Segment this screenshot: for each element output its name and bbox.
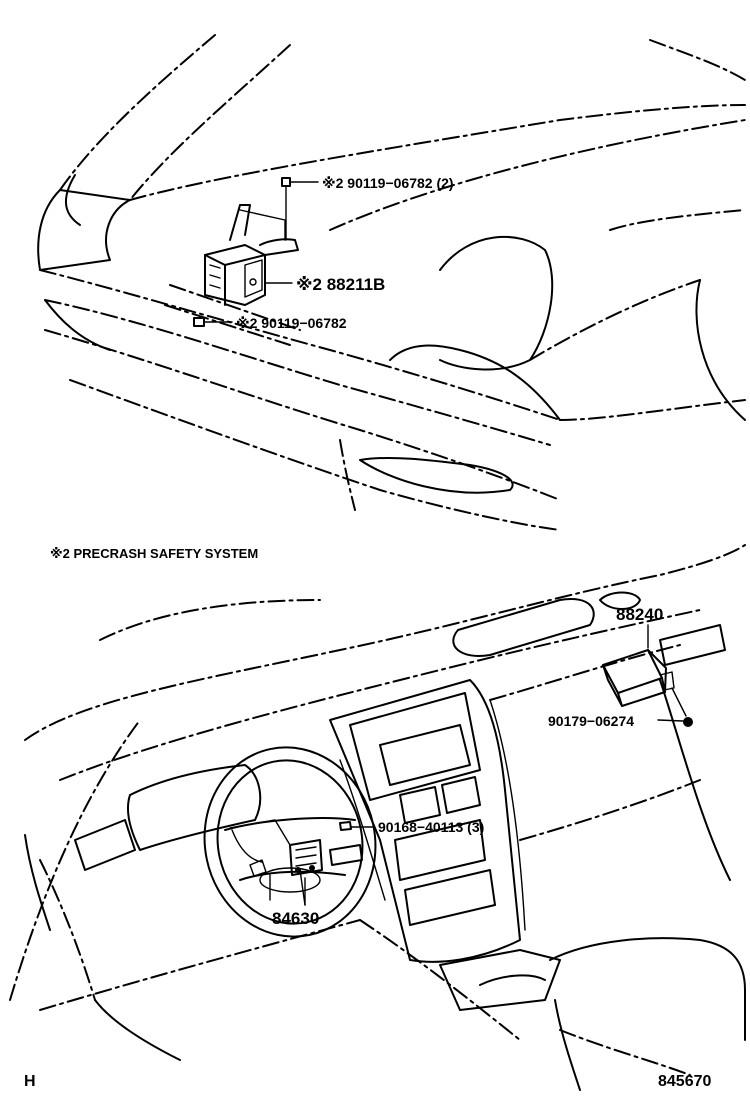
label-screw: 90168−40113 (3) [378, 819, 484, 835]
label-bolt-top: ※2 90119−06782 (2) [322, 175, 454, 191]
leader-module-bolt [657, 719, 684, 722]
note-precrash: ※2 PRECRASH SAFETY SYSTEM [50, 546, 258, 561]
radar-sensor-icon [204, 204, 299, 306]
dashboard-drawing [9, 544, 746, 1091]
vehicle-front-drawing [37, 34, 746, 531]
label-sensor: ※2 88211B [296, 275, 385, 294]
illustration-number: 845670 [658, 1073, 711, 1090]
screw-icon [339, 821, 352, 831]
label-module-bolt: 90179−06274 [548, 713, 634, 729]
label-module: 88240 [616, 605, 663, 624]
module-bolt-icon [671, 687, 693, 727]
corner-letter: H [24, 1073, 36, 1090]
steering-wheel-icon [203, 746, 377, 938]
bolt-bottom-icon [193, 317, 205, 327]
label-bolt-bottom: ※2 90119−06782 [236, 315, 347, 331]
label-switch: 84630 [272, 909, 319, 928]
bolt-top-icon [281, 177, 291, 241]
airbag-module-icon [602, 649, 675, 707]
switch-assembly-icon [229, 819, 363, 876]
